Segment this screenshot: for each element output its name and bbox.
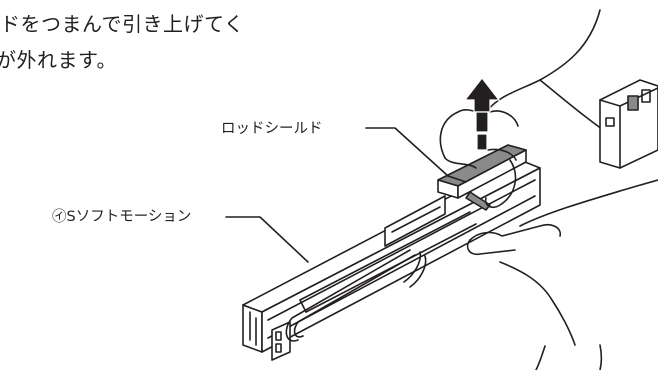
- rod-shield-label: ロッドシールド: [221, 121, 323, 137]
- rod-shield: [437, 144, 527, 211]
- instruction-line-1: ドをつまんで引き上げてく: [0, 12, 245, 36]
- soft-motion-leader: [225, 216, 309, 263]
- base-unit: [599, 79, 658, 169]
- instruction-text: ドをつまんで引き上げてく が外れます。: [0, 0, 360, 79]
- lower-hand: [466, 179, 658, 370]
- instruction-line-2: が外れます。: [0, 48, 117, 72]
- wire-hook: [285, 249, 427, 342]
- up-arrow-icon: [463, 77, 501, 151]
- rod-shield-leader: [365, 127, 449, 177]
- soft-motion-label: ㋑Sソフトモーション: [52, 209, 192, 225]
